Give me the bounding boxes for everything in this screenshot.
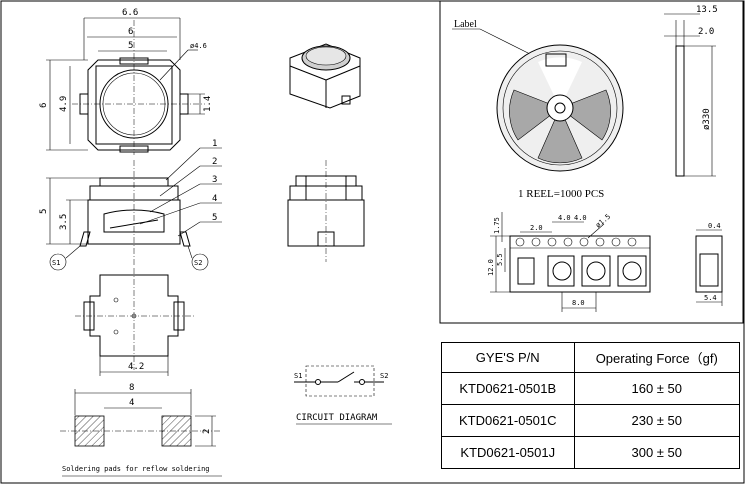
dim-pad-inner: 4 bbox=[129, 398, 134, 408]
dim-body-width: 5 bbox=[128, 41, 133, 51]
part-number-cell: KTD0621-0501B bbox=[441, 372, 575, 405]
terminal-s1-marker: S1 bbox=[52, 259, 60, 267]
part-number-table: GYE'S P/N Operating Force（gf) KTD0621-05… bbox=[441, 342, 740, 469]
dim-hole-pitch: 4.0 bbox=[558, 214, 571, 222]
soldering-caption: Soldering pads for reflow soldering bbox=[62, 465, 210, 473]
header-operating-force: Operating Force（gf) bbox=[573, 342, 740, 373]
sprocket-holes bbox=[515, 237, 637, 247]
dim-hole-diameter: ø1.5 bbox=[594, 213, 612, 230]
dim-reel-diameter: ø330 bbox=[702, 108, 712, 130]
callout-2: 2 bbox=[212, 157, 217, 167]
terminal-s2-marker: S2 bbox=[194, 259, 202, 267]
dim-tape-width: 12.0 bbox=[487, 259, 495, 276]
dim-pocket-depth: 5.4 bbox=[704, 294, 717, 302]
dim-reel-width-outer: 13.5 bbox=[696, 5, 718, 15]
circuit-s1: S1 bbox=[294, 372, 302, 380]
operating-force-cell: 300 ± 50 bbox=[573, 436, 740, 469]
dim-pocket-pitch: 8.0 bbox=[572, 299, 585, 307]
dim-tape-center: 5.5 bbox=[496, 253, 504, 266]
callout-4: 4 bbox=[212, 194, 217, 204]
callout-1: 1 bbox=[212, 139, 217, 149]
reel-quantity: 1 REEL=1000 PCS bbox=[518, 188, 604, 200]
header-part-number: GYE'S P/N bbox=[441, 342, 575, 373]
dim-pad-height: 2 bbox=[202, 429, 212, 434]
callout-5: 5 bbox=[212, 213, 217, 223]
front-section-view bbox=[287, 160, 365, 262]
circuit-caption: CIRCUIT DIAGRAM bbox=[296, 413, 378, 423]
dim-overall-width: 6.6 bbox=[122, 8, 138, 18]
top-view: 6.6 6 5 ø4.6 6 4.9 1.4 bbox=[39, 8, 213, 155]
reel-label-callout: Label bbox=[454, 19, 477, 30]
circuit-s2: S2 bbox=[380, 372, 388, 380]
packaging-panel bbox=[439, 0, 744, 324]
table-row: KTD0621-0501C 230 ± 50 bbox=[441, 404, 740, 437]
dim-tab: 1.4 bbox=[203, 96, 213, 112]
iso-view bbox=[289, 43, 361, 109]
dim-total-height: 5 bbox=[39, 209, 49, 214]
part-number-cell: KTD0621-0501C bbox=[441, 404, 575, 437]
solder-pad-left bbox=[74, 415, 105, 447]
operating-force-cell: 230 ± 50 bbox=[573, 404, 740, 437]
tape-view: 2.0 4.0 4.0 ø1.5 12.0 5.5 1.75 8.0 0.4 5… bbox=[487, 212, 723, 312]
soldering-pads: 8 4 2 Soldering pads for reflow solderin… bbox=[60, 383, 222, 477]
dim-height-outer: 6 bbox=[39, 103, 49, 108]
callout-3: 3 bbox=[212, 175, 217, 185]
dim-inner-width: 6 bbox=[128, 27, 133, 37]
circuit-diagram: S1 S2 CIRCUIT DIAGRAM bbox=[294, 365, 392, 425]
dim-height-inner: 4.9 bbox=[59, 96, 69, 112]
table-row: KTD0621-0501J 300 ± 50 bbox=[441, 436, 740, 469]
dim-tape-thickness: 0.4 bbox=[708, 222, 721, 230]
table-row: KTD0621-0501B 160 ± 50 bbox=[441, 372, 740, 405]
solder-pad-right bbox=[161, 415, 192, 447]
part-number-cell: KTD0621-0501J bbox=[441, 436, 575, 469]
dim-hole-pitch-2: 4.0 bbox=[574, 214, 587, 222]
dim-pad-outer: 8 bbox=[129, 383, 134, 393]
bottom-view: 4.2 bbox=[75, 268, 195, 376]
side-view: 1 2 3 4 5 S1 S2 5 3.5 bbox=[39, 139, 222, 271]
dim-body-height: 3.5 bbox=[59, 214, 69, 230]
operating-force-cell: 160 ± 50 bbox=[573, 372, 740, 405]
dim-bottom-width: 4.2 bbox=[128, 362, 144, 372]
reel-view: Label 1 REEL=1000 PCS 13.5 2.0 ø330 bbox=[452, 5, 718, 200]
dim-tape-a: 2.0 bbox=[530, 224, 543, 232]
table-header-row: GYE'S P/N Operating Force（gf) bbox=[441, 342, 740, 373]
dim-cap-diameter: ø4.6 bbox=[190, 42, 207, 50]
dim-tape-edge: 1.75 bbox=[493, 217, 501, 234]
dim-reel-width-inner: 2.0 bbox=[698, 27, 714, 37]
